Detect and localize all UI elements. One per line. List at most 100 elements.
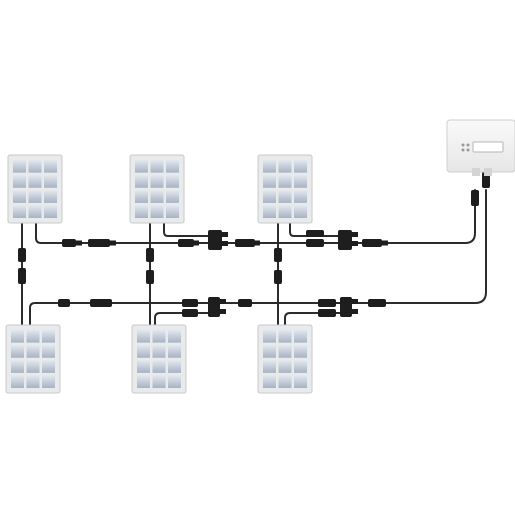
solar-cell [135, 205, 148, 218]
solar-cell [294, 175, 307, 188]
mc4-connector-icon [58, 299, 112, 307]
solar-cell [11, 360, 24, 373]
solar-cell [26, 360, 40, 373]
solar-cell [42, 330, 55, 343]
solar-cell [294, 190, 307, 203]
solar-cell [263, 330, 276, 343]
mc4-connector-icon [238, 299, 252, 307]
mc4-connector-icon [318, 299, 336, 317]
solar-cell [28, 160, 42, 173]
mc4-connector-icon [274, 248, 282, 284]
solar-cell [168, 330, 181, 343]
panel-bottom-1 [5, 324, 61, 394]
solar-cell [135, 190, 148, 203]
cable-bottom-bus [29, 189, 487, 331]
solar-cell [263, 175, 276, 188]
solar-cell [42, 375, 55, 388]
solar-cell [278, 160, 292, 173]
solar-cell [168, 360, 181, 373]
solar-cell [42, 345, 55, 358]
solar-cell [137, 360, 150, 373]
solar-cell [137, 375, 150, 388]
solar-cell [44, 160, 57, 173]
solar-cell [137, 345, 150, 358]
solar-cell [278, 190, 292, 203]
solar-cell [11, 345, 24, 358]
solar-cell [152, 360, 166, 373]
mc4-connector-icon [235, 239, 260, 247]
panel-top-3 [257, 154, 313, 224]
y-branch-connector-icon [208, 297, 226, 317]
cable-drop-top-2 [163, 221, 211, 237]
solar-cell [152, 375, 166, 388]
solar-cell [294, 345, 307, 358]
cable-drop-top-3 [289, 221, 341, 237]
solar-cell [11, 375, 24, 388]
solar-cell [263, 345, 276, 358]
solar-cell [150, 190, 164, 203]
panel-top-1 [7, 154, 63, 224]
solar-cell [263, 360, 276, 373]
solar-cell [44, 175, 57, 188]
y-branch-connector-icon [338, 230, 358, 250]
solar-cell [278, 375, 292, 388]
solar-cell [13, 190, 26, 203]
solar-cell [44, 190, 57, 203]
cables [21, 189, 487, 331]
solar-cell [294, 375, 307, 388]
solar-cell [26, 345, 40, 358]
solar-cell [137, 330, 150, 343]
solar-cell [166, 160, 179, 173]
mc4-connector-icon [182, 299, 198, 317]
solar-cell [152, 330, 166, 343]
solar-cell [294, 330, 307, 343]
solar-cell [294, 360, 307, 373]
mc4-connector-icon [18, 248, 26, 284]
mc4-connector-icon [62, 239, 116, 247]
solar-cell [263, 160, 276, 173]
solar-cell [294, 205, 307, 218]
solar-cell [294, 160, 307, 173]
solar-cell [28, 190, 42, 203]
y-branch-connector-icon [340, 297, 358, 317]
mc4-connector-icon [146, 248, 154, 284]
solar-cell [168, 345, 181, 358]
mc4-connector-icon [471, 172, 490, 206]
solar-cell [150, 160, 164, 173]
connectors [18, 172, 490, 317]
solar-cell [278, 345, 292, 358]
solar-cell [28, 205, 42, 218]
solar-cell [44, 205, 57, 218]
mc4-connector-icon [178, 239, 199, 247]
solar-cell [166, 175, 179, 188]
solar-cell [26, 375, 40, 388]
panel-top-2 [129, 154, 185, 224]
solar-cell [13, 160, 26, 173]
solar-cell [42, 360, 55, 373]
solar-cell [278, 175, 292, 188]
solar-cell [13, 175, 26, 188]
solar-cell [135, 175, 148, 188]
mc4-connector-icon [306, 230, 324, 247]
solar-cell [278, 205, 292, 218]
solar-cell [166, 190, 179, 203]
solar-cell [166, 205, 179, 218]
solar-cell [150, 175, 164, 188]
solar-cell [263, 375, 276, 388]
cable-drop-bottom-2 [154, 312, 213, 331]
solar-cell [263, 205, 276, 218]
solar-cell [168, 375, 181, 388]
panel-bottom-2 [131, 324, 187, 394]
solar-cell [13, 205, 26, 218]
cable-drop-bottom-3 [284, 312, 341, 331]
inverter [446, 119, 515, 176]
solar-cell [26, 330, 40, 343]
cable-top-bus [35, 189, 476, 244]
solar-cell [11, 330, 24, 343]
solar-cell [152, 345, 166, 358]
solar-cell [28, 175, 42, 188]
solar-cell [135, 160, 148, 173]
mc4-connector-icon [362, 239, 388, 247]
panel-bottom-3 [257, 324, 313, 394]
